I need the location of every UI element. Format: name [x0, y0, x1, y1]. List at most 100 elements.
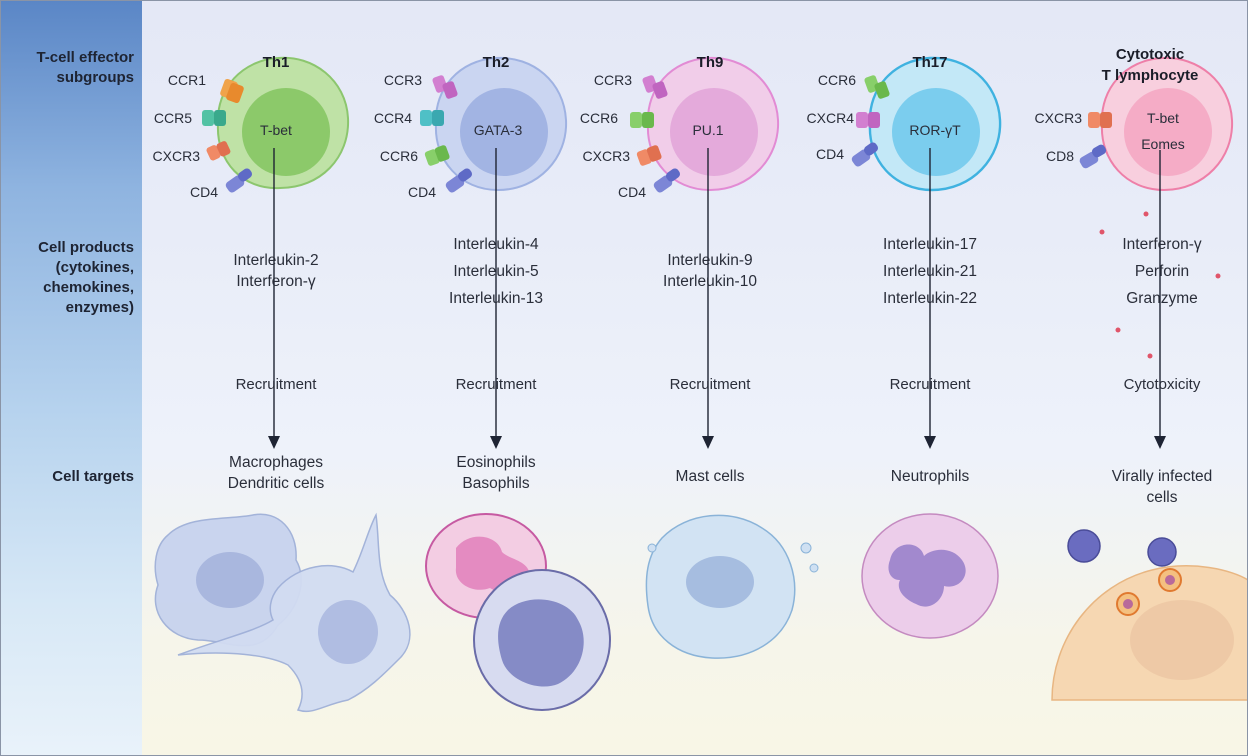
- receptor-label: CCR6: [579, 110, 618, 126]
- receptor-label: CCR4: [373, 110, 412, 126]
- column-cytotoxic-t-lymphocyte: Cytotoxic T lymphocyte T-bet Eomes CXCR3…: [1012, 0, 1248, 756]
- transcription-factor: GATA-3: [473, 122, 523, 138]
- receptor-icon: [653, 168, 681, 193]
- receptor-icon: [424, 145, 450, 166]
- column-th9: Th9 PU.1 CCR3 CCR6 CXCR3 CD4 Interleukin…: [580, 0, 828, 756]
- th1-nucleus: [242, 88, 330, 176]
- receptor-label: CD4: [407, 184, 436, 200]
- column-th1: Th1 T-bet CCR1 CCR5 CXCR3 CD4 Interleuki…: [153, 0, 411, 756]
- target-item: Virally infected: [1111, 468, 1213, 485]
- row-label-sidebar: [0, 0, 142, 756]
- target-item: Basophils: [462, 475, 530, 492]
- action-label: Recruitment: [235, 376, 317, 393]
- granule: [1215, 273, 1221, 279]
- receptor-label: CCR1: [167, 72, 206, 88]
- column-title: Th17: [912, 54, 948, 71]
- transcription-factor: ROR-γT: [909, 122, 961, 138]
- column-title: Th1: [262, 54, 290, 71]
- product-item: Interleukin-2: [233, 252, 319, 269]
- receptor-icon: [642, 75, 668, 99]
- product-item: Interleukin-21: [883, 263, 977, 280]
- receptor-label: CXCR4: [806, 110, 854, 126]
- receptor-label: CCR6: [379, 148, 418, 164]
- target-item: Macrophages: [229, 454, 323, 471]
- row-label-line: T-cell effector: [36, 49, 134, 66]
- arrowhead-icon: [490, 436, 502, 449]
- th2-nucleus: [460, 88, 548, 176]
- granule: [809, 563, 819, 573]
- row-label-line: enzymes): [65, 299, 134, 316]
- receptor-icon: [851, 142, 879, 167]
- receptor-icon: [206, 141, 231, 161]
- target-item: Eosinophils: [456, 454, 536, 471]
- transcription-factor: PU.1: [692, 122, 724, 138]
- receptor-icon: [1088, 112, 1112, 128]
- targets-list: Virally infected cells: [1044, 466, 1248, 508]
- product-item: Interleukin-10: [663, 273, 757, 290]
- target-item: cells: [1146, 489, 1178, 506]
- receptor-label: CCR3: [383, 72, 422, 88]
- granule: [1115, 327, 1121, 333]
- receptor-icon: [445, 168, 473, 193]
- granule: [800, 542, 812, 554]
- action-label: Recruitment: [455, 376, 537, 393]
- infected-cell-nucleus: [1130, 600, 1234, 680]
- receptor-icon: [636, 145, 662, 166]
- product-item: Interleukin-13: [449, 290, 543, 307]
- target-item: Neutrophils: [890, 468, 970, 485]
- product-item: Perforin: [1134, 263, 1190, 280]
- product-item: Interleukin-17: [883, 236, 977, 253]
- receptor-label: CD4: [189, 184, 218, 200]
- virus-icon: [1147, 537, 1177, 567]
- receptor-label: CCR3: [593, 72, 632, 88]
- products-list: Interferon-γ Perforin Granzyme: [1044, 234, 1248, 309]
- granule: [1143, 211, 1149, 217]
- column-graphics: [630, 56, 819, 659]
- receptor-icon: [202, 110, 226, 126]
- granule: [1147, 353, 1153, 359]
- products-list: Interleukin-4 Interleukin-5 Interleukin-…: [378, 234, 614, 309]
- receptor-icon: [1079, 144, 1107, 169]
- column-graphics: [420, 56, 611, 711]
- row-label-targets: Cell targets: [0, 467, 134, 487]
- targets-list: Macrophages Dendritic cells: [158, 452, 394, 494]
- arrowhead-icon: [702, 436, 714, 449]
- basophil-nucleus: [498, 599, 584, 687]
- receptor-icon: [864, 75, 890, 99]
- target-item: Mast cells: [675, 468, 745, 485]
- receptor-label: CCR6: [817, 72, 856, 88]
- row-label-line: subgroups: [56, 69, 135, 86]
- column-graphics: [154, 56, 411, 712]
- column-graphics: [851, 56, 1002, 639]
- macrophage-nucleus: [196, 552, 264, 608]
- targets-list: Neutrophils: [812, 466, 1048, 487]
- receptor-label: CD8: [1045, 148, 1074, 164]
- column-title: Th9: [696, 54, 724, 71]
- target-item: Dendritic cells: [227, 475, 325, 492]
- product-item: Interferon-γ: [236, 273, 316, 290]
- row-label-line: chemokines,: [43, 279, 134, 296]
- virus-icon: [1067, 529, 1101, 563]
- receptor-icon: [220, 78, 244, 104]
- receptor-label: CXCR3: [1034, 110, 1082, 126]
- targets-list: Eosinophils Basophils: [378, 452, 614, 494]
- ctl-nucleus: [1124, 88, 1212, 176]
- column-graphics: [1051, 56, 1248, 701]
- transcription-factor: T-bet: [260, 122, 292, 138]
- mast-cell-nucleus: [686, 556, 754, 608]
- row-label-line: Cell products: [38, 239, 134, 256]
- receptor-label: CD4: [815, 146, 844, 162]
- neutrophil-nucleus: [888, 544, 966, 607]
- column-th2: Th2 GATA-3 CCR3 CCR4 CCR6 CD4 Interleuki…: [374, 0, 614, 756]
- dendritic-nucleus: [318, 600, 378, 664]
- row-label-line: (cytokines,: [55, 259, 134, 276]
- column-th17: Th17 ROR-γT CCR6 CXCR4 CD4 Interleukin-1…: [807, 0, 1048, 756]
- product-item: Interleukin-22: [883, 290, 977, 307]
- products-list: Interleukin-17 Interleukin-21 Interleuki…: [812, 234, 1048, 309]
- row-label-line: Cell targets: [52, 468, 134, 485]
- granule: [1099, 229, 1105, 235]
- product-item: Interleukin-5: [453, 263, 539, 280]
- receptor-label: CXCR3: [582, 148, 630, 164]
- title-line: Cytotoxic: [1115, 46, 1185, 63]
